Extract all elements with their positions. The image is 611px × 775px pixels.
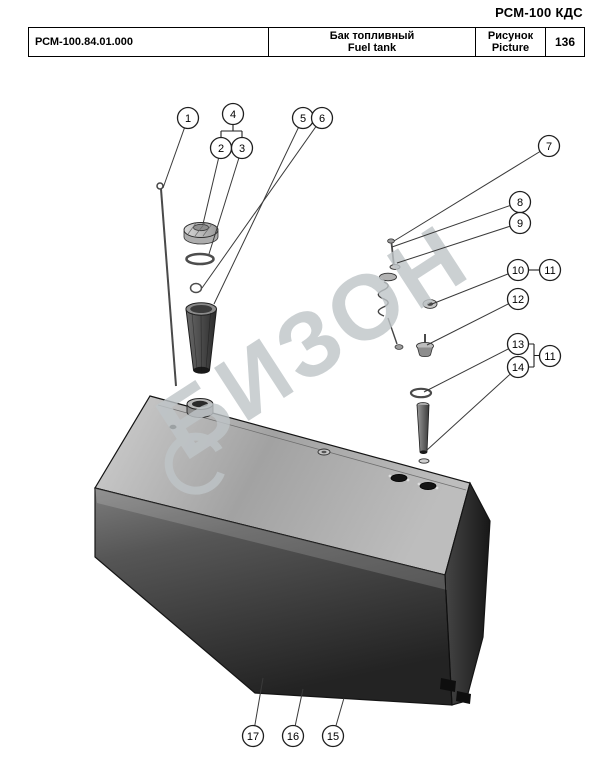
callout-13: 13	[423, 332, 530, 393]
tank-top-seam	[157, 404, 467, 491]
doc-title: РСМ-100 КДС	[495, 5, 583, 20]
part-name-ru: Бак топливный	[329, 29, 415, 42]
svg-text:10: 10	[512, 265, 524, 277]
callout-16: 16	[281, 688, 305, 748]
svg-text:8: 8	[517, 197, 523, 209]
retainer-ring	[189, 282, 203, 294]
callout-11: 11	[538, 344, 562, 368]
callout-9: 9	[396, 211, 532, 264]
part-name-en: Fuel tank	[347, 42, 397, 54]
svg-text:9: 9	[517, 218, 523, 230]
callout-6: 6	[201, 106, 334, 289]
sender-screw	[387, 238, 395, 267]
bracket-group-13-14-11	[528, 343, 540, 368]
svg-text:15: 15	[327, 731, 339, 743]
callout-11: 11	[538, 258, 562, 282]
svg-text:6: 6	[319, 113, 325, 125]
pickup-mount-hole	[417, 481, 439, 490]
sender-washer	[389, 264, 401, 270]
picture-label-ru: Рисунок	[487, 29, 534, 42]
svg-text:3: 3	[239, 143, 245, 155]
tube-washer	[418, 458, 430, 464]
tank-foot-2	[456, 691, 471, 704]
callout-14: 14	[426, 355, 530, 451]
strainer-funnel	[185, 302, 218, 374]
callout-3: 3	[208, 136, 254, 255]
callout-17: 17	[241, 677, 265, 748]
svg-text:1: 1	[185, 113, 191, 125]
grommet	[422, 299, 438, 309]
picture-label-cell: Рисунок Picture	[475, 27, 546, 57]
svg-text:4: 4	[230, 109, 236, 121]
svg-text:17: 17	[247, 731, 259, 743]
svg-text:12: 12	[512, 294, 524, 306]
callout-4: 4	[221, 102, 245, 126]
watermark-logo-mark	[164, 432, 225, 495]
seal-washer	[409, 387, 433, 399]
callout-10: 10	[431, 258, 530, 305]
callout-1: 1	[162, 106, 200, 189]
dipstick-mount-hole	[169, 424, 177, 430]
callout-12: 12	[426, 287, 530, 346]
dipstick	[156, 182, 177, 387]
info-table: РСМ-100.84.01.000 Бак топливный Fuel tan…	[28, 27, 585, 57]
top-plug	[317, 448, 331, 456]
fuel-level-sender	[377, 272, 404, 350]
sender-mount-hole	[388, 473, 410, 482]
svg-text:14: 14	[512, 362, 524, 374]
picture-number-cell: 136	[545, 27, 585, 57]
pickup-tube	[416, 402, 430, 454]
cap-gasket	[185, 252, 215, 266]
filler-cap	[183, 222, 219, 245]
svg-text:7: 7	[546, 141, 552, 153]
tank-front-face	[94, 487, 453, 706]
info-row: РСМ-100.84.01.000 Бак топливный Fuel tan…	[28, 27, 585, 57]
callout-2: 2	[202, 136, 233, 225]
fuel-tank-body	[94, 395, 491, 706]
part-name-cell: Бак топливный Fuel tank	[268, 27, 476, 57]
bracket-group-2-3-4	[220, 124, 243, 138]
callout-5: 5	[213, 106, 315, 305]
part-number-cell: РСМ-100.84.01.000	[28, 27, 269, 57]
picture-label-en: Picture	[491, 42, 530, 54]
svg-text:11: 11	[544, 351, 555, 363]
outlet-fitting	[416, 334, 434, 358]
tank-foot-1	[440, 678, 456, 692]
callout-15: 15	[321, 697, 345, 748]
filler-neck	[186, 398, 214, 418]
svg-text:2: 2	[218, 143, 224, 155]
svg-text:11: 11	[544, 265, 555, 277]
callout-7: 7	[393, 134, 561, 242]
tank-edge-highlight	[95, 488, 447, 590]
svg-text:16: 16	[287, 731, 299, 743]
svg-text:13: 13	[512, 339, 524, 351]
svg-text:5: 5	[300, 113, 306, 125]
